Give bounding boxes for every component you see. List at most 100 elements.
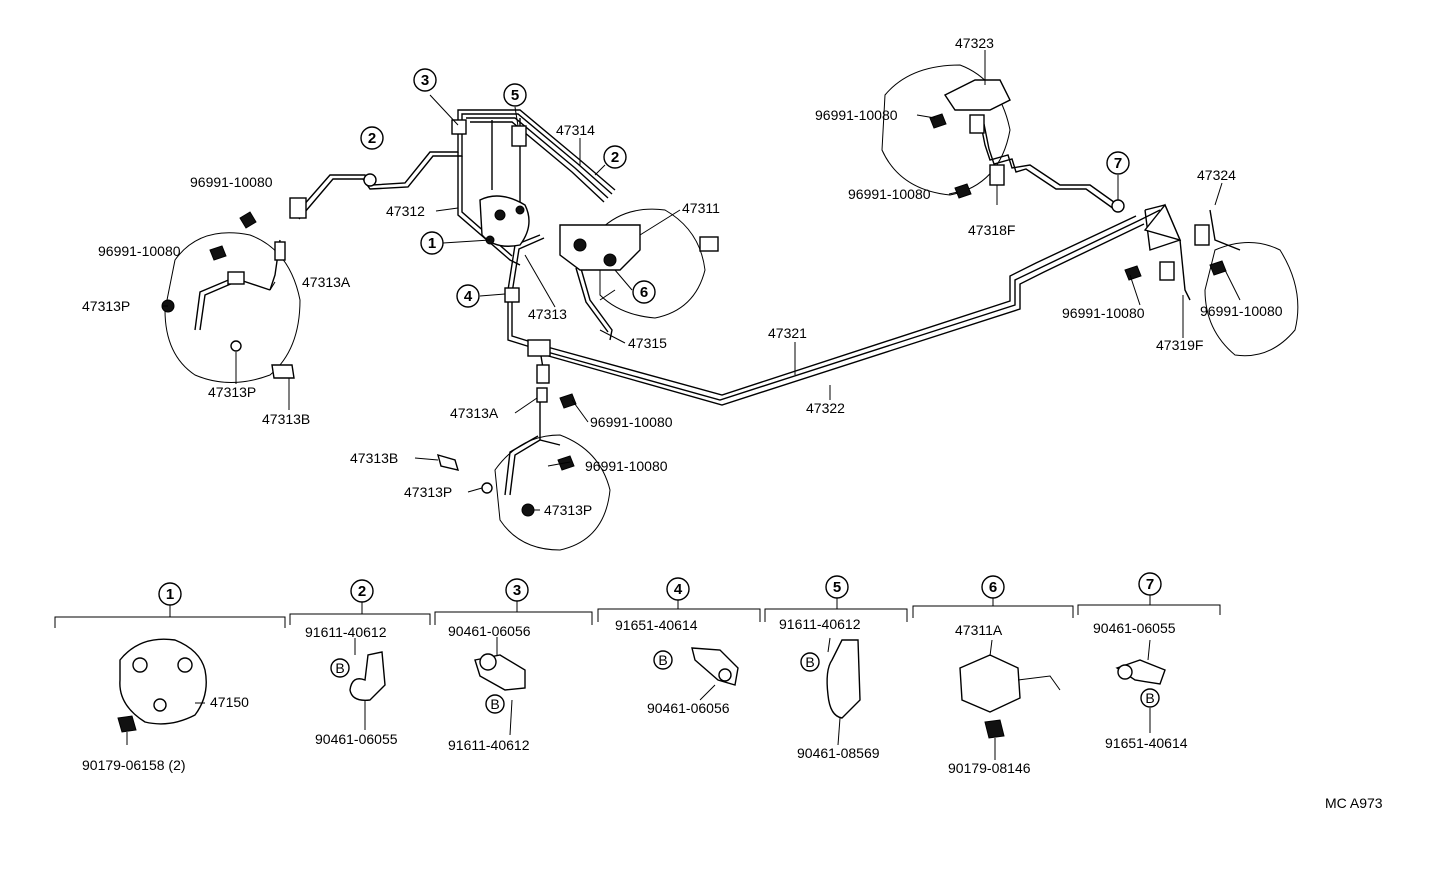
rear-left-junction — [943, 79, 1011, 186]
label-47313B-fl: 47313B — [262, 411, 310, 427]
detail-label-90461-06056-a: 90461-06056 — [448, 623, 531, 639]
svg-text:B: B — [658, 652, 667, 668]
svg-text:B: B — [1145, 690, 1154, 706]
callout-4-detail: 4 — [666, 577, 690, 601]
svg-text:5: 5 — [511, 87, 519, 104]
detail-drawings: B B B B B — [117, 637, 1166, 760]
bolt-marker-5: B — [800, 652, 820, 672]
svg-text:B: B — [490, 696, 499, 712]
label-47315: 47315 — [628, 335, 667, 351]
callout-2-main-right: 2 — [603, 145, 627, 169]
detail-label-91611-40612-a: 91611-40612 — [305, 624, 387, 640]
detail-label-47150: 47150 — [210, 694, 249, 710]
reference-code: MC A973 — [1325, 795, 1383, 811]
detail-label-90179-06158: 90179-06158 (2) — [82, 757, 186, 773]
label-47313P-fr-a: 47313P — [404, 484, 452, 500]
detail-label-91651-40614-a: 91651-40614 — [615, 617, 698, 633]
svg-text:7: 7 — [1114, 155, 1122, 172]
svg-text:2: 2 — [611, 149, 619, 166]
svg-text:3: 3 — [513, 582, 521, 599]
callout-4-main: 4 — [456, 284, 480, 308]
label-47319F: 47319F — [1156, 337, 1203, 353]
label-47322: 47322 — [806, 400, 845, 416]
svg-text:4: 4 — [464, 288, 473, 305]
bolt-marker-2: B — [330, 658, 350, 678]
detail-label-91611-40612-b: 91611-40612 — [448, 737, 530, 753]
label-96991-10080-rr-a: 96991-10080 — [1062, 305, 1145, 321]
detail-label-91651-40614-b: 91651-40614 — [1105, 735, 1188, 751]
bolt-marker-4: B — [653, 650, 673, 670]
label-47313P-fl-b: 47313P — [208, 384, 256, 400]
label-96991-10080-rr-b: 96991-10080 — [1200, 303, 1283, 319]
bolt-marker-3: B — [485, 694, 505, 714]
front-right-wheel-outline — [494, 434, 611, 551]
label-47312: 47312 — [386, 203, 425, 219]
callout-3-main: 3 — [413, 68, 437, 92]
svg-text:2: 2 — [368, 130, 376, 147]
callout-6-detail: 6 — [981, 575, 1005, 599]
callout-2-main-left: 2 — [360, 126, 384, 150]
svg-text:5: 5 — [833, 579, 841, 596]
label-96991-10080-fl-b: 96991-10080 — [98, 243, 181, 259]
detail-label-90461-06055-a: 90461-06055 — [315, 731, 398, 747]
main-callouts: 3 5 2 2 1 4 6 7 — [360, 68, 1130, 308]
detail-label-91611-40612-c: 91611-40612 — [779, 616, 861, 632]
detail-labels: 47150 90179-06158 (2) 91611-40612 90461-… — [82, 616, 1188, 776]
callout-1-main: 1 — [420, 231, 444, 255]
label-47314: 47314 — [556, 122, 595, 138]
svg-text:1: 1 — [166, 586, 174, 603]
label-47313A-fl: 47313A — [302, 274, 351, 290]
svg-text:6: 6 — [640, 284, 648, 301]
label-96991-10080-fr-b: 96991-10080 — [585, 458, 668, 474]
label-47324: 47324 — [1197, 167, 1236, 183]
detail-label-90461-08569: 90461-08569 — [797, 745, 880, 761]
proportioning-valve — [479, 195, 530, 247]
detail-brackets — [54, 595, 1221, 628]
small-fittings — [161, 113, 1227, 517]
front-left-wheel-outline — [164, 232, 301, 383]
brake-tube-network — [194, 109, 1241, 496]
svg-text:7: 7 — [1146, 576, 1154, 593]
label-47318F: 47318F — [968, 222, 1015, 238]
label-96991-10080-rl-a: 96991-10080 — [815, 107, 898, 123]
bolt-marker-7: B — [1140, 688, 1160, 708]
leader-lines — [162, 50, 1241, 511]
svg-text:1: 1 — [428, 235, 436, 252]
detail-callouts: 1 2 3 4 5 6 7 — [158, 572, 1162, 606]
label-47313: 47313 — [528, 306, 567, 322]
callout-5-detail: 5 — [825, 575, 849, 599]
master-cylinder — [559, 224, 719, 271]
svg-text:2: 2 — [358, 583, 366, 600]
label-47321: 47321 — [768, 325, 807, 341]
rear-left-wheel-outline — [881, 64, 1011, 196]
callout-5-main: 5 — [503, 83, 527, 107]
label-47313P-fr-b: 47313P — [544, 502, 592, 518]
label-96991-10080-fr-a: 96991-10080 — [590, 414, 673, 430]
detail-label-47311A: 47311A — [955, 622, 1003, 638]
label-47311: 47311 — [682, 200, 720, 216]
label-47323: 47323 — [955, 35, 994, 51]
detail-label-90461-06055-b: 90461-06055 — [1093, 620, 1176, 636]
svg-text:6: 6 — [989, 579, 997, 596]
label-96991-10080-fl-a: 96991-10080 — [190, 174, 273, 190]
callout-1-detail: 1 — [158, 582, 182, 606]
svg-text:4: 4 — [674, 581, 683, 598]
detail-label-90179-08146: 90179-08146 — [948, 760, 1031, 776]
detail-label-90461-06056-b: 90461-06056 — [647, 700, 730, 716]
rear-right-wheel-outline — [1204, 242, 1299, 357]
svg-text:B: B — [335, 660, 344, 676]
label-96991-10080-rl-b: 96991-10080 — [848, 186, 931, 202]
callout-2-detail: 2 — [350, 579, 374, 603]
label-47313B-fr: 47313B — [350, 450, 398, 466]
junction-block — [527, 339, 551, 357]
callout-7-detail: 7 — [1138, 572, 1162, 596]
callout-3-detail: 3 — [505, 578, 529, 602]
label-47313A-fr: 47313A — [450, 405, 499, 421]
callout-7-main: 7 — [1106, 151, 1130, 175]
rear-right-junction — [1143, 203, 1210, 281]
callout-6-main: 6 — [632, 280, 656, 304]
svg-text:3: 3 — [421, 72, 429, 89]
brake-booster-outline — [599, 208, 706, 319]
svg-text:B: B — [805, 654, 814, 670]
